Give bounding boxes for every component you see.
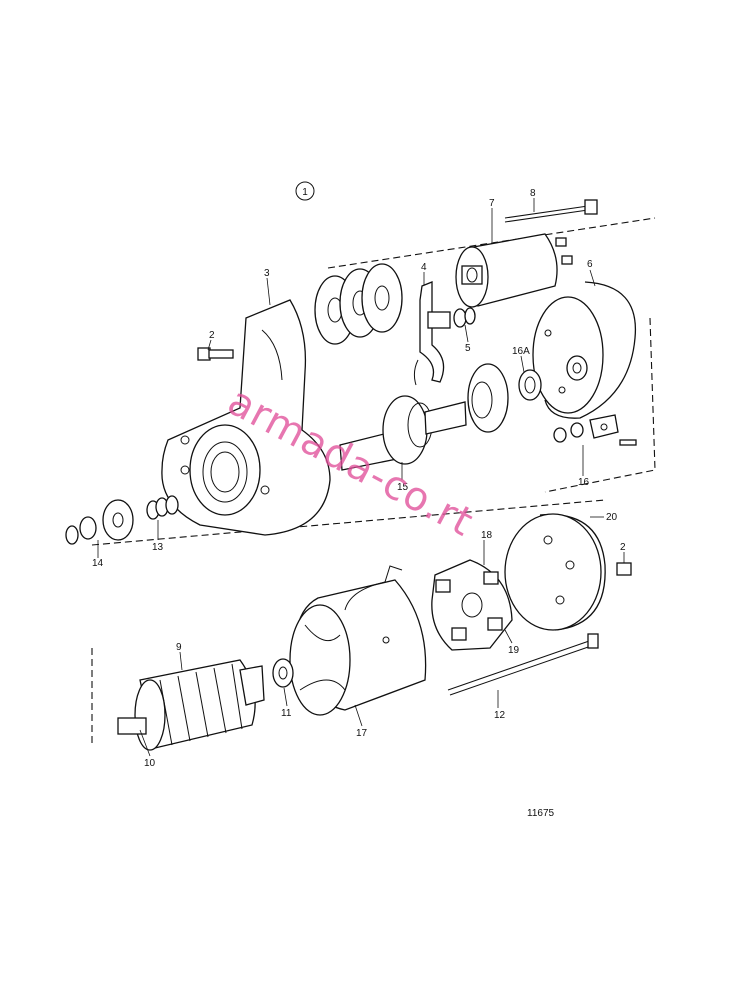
callout-2a: 2	[209, 330, 215, 341]
end-cover-20	[504, 513, 606, 631]
armature-9	[134, 659, 265, 751]
callout-13: 13	[152, 542, 164, 553]
assembly-boundary-lines	[91, 217, 656, 745]
end-bracket-6	[532, 281, 637, 419]
callout-9: 9	[176, 642, 182, 653]
small-parts-kit-16	[553, 414, 637, 446]
callout-3: 3	[264, 268, 270, 279]
group-marker-text: 1	[302, 187, 308, 198]
through-bolt-12	[447, 633, 599, 696]
callout-11: 11	[281, 708, 292, 719]
brush-holder-18-19	[431, 559, 513, 651]
callout-5: 5	[465, 343, 471, 354]
callout-16a: 16A	[512, 346, 530, 357]
callout-18: 18	[481, 530, 493, 541]
callout-4: 4	[421, 262, 427, 273]
pinion-14	[65, 499, 134, 545]
leader-lines	[97, 198, 625, 757]
callout-15: 15	[397, 482, 409, 493]
bushing-11	[272, 658, 294, 688]
callout-labels: 2 3 4 5 6 7 8 9 10 11 12 13 14 15 16 16A…	[92, 188, 626, 769]
bolt-2	[197, 347, 234, 361]
callout-7: 7	[489, 198, 495, 209]
washers-13	[146, 495, 179, 520]
drive-housing-3	[161, 299, 331, 536]
callout-8: 8	[530, 188, 536, 199]
callout-17: 17	[356, 728, 368, 739]
group-marker: 1	[295, 181, 315, 201]
ring-16a	[518, 369, 542, 401]
callout-19: 19	[508, 645, 520, 656]
callout-6: 6	[587, 259, 593, 270]
callout-12: 12	[494, 710, 506, 721]
drive-shaft-15	[339, 395, 467, 471]
drawing-number: 11675	[527, 808, 555, 819]
callout-10: 10	[144, 758, 156, 769]
spring-5	[427, 307, 476, 329]
field-housing-17	[289, 565, 427, 716]
callout-2b: 2	[620, 542, 626, 553]
long-bolt-8	[504, 199, 598, 223]
shift-fork-4	[413, 281, 445, 386]
gasket-plates	[314, 263, 403, 345]
callout-16: 16	[578, 477, 590, 488]
drive-gear	[467, 363, 509, 433]
solenoid-7	[455, 233, 573, 308]
callout-14: 14	[92, 558, 104, 569]
screw-2b	[616, 562, 632, 576]
callout-20: 20	[606, 512, 618, 523]
armature-shaft-10	[117, 717, 147, 735]
